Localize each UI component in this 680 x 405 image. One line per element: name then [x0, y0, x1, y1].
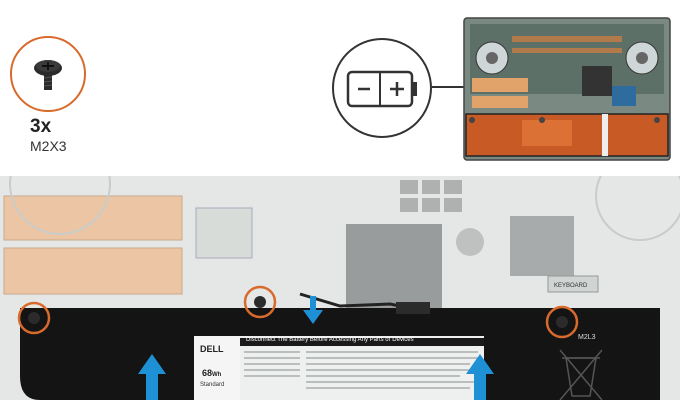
laptop-overview-image [462, 16, 672, 162]
screw-quantity: 3x [30, 116, 52, 137]
ssd-plate-top [3, 195, 183, 241]
battery-icon [346, 70, 417, 108]
screw-callout-circle [10, 36, 86, 112]
recycle-bin-icon [559, 349, 603, 401]
battery-label-sticker [194, 336, 484, 400]
battery-capacity-number: 68 [202, 368, 213, 378]
keyboard-connector-label: KEYBOARD [554, 283, 588, 289]
screw-location-right [545, 305, 579, 339]
screw-location-middle [243, 285, 277, 319]
battery-removal-diagram [0, 133, 680, 401]
battery-callout-circle [332, 38, 432, 138]
main-board-illustration: DELL 68Wh Standard Disconnect The Batter… [0, 133, 680, 401]
battery-capacity-unit: Wh [212, 372, 222, 378]
lift-arrow-left [138, 354, 166, 400]
screw-size-label: M2X3 [30, 138, 67, 154]
battery-brand-label: DELL [200, 344, 224, 354]
screw-mark-label: M2L3 [578, 334, 596, 341]
battery-capacity-value: 68Wh [202, 368, 221, 378]
laptop-bottom-illustration [463, 17, 671, 161]
disconnect-arrow [303, 296, 323, 324]
screw-location-left [17, 301, 51, 335]
lift-arrow-right [466, 354, 494, 400]
ssd-plate-bottom [3, 247, 183, 295]
battery-warning-text: Disconnect The Battery Before Accessing … [246, 337, 414, 343]
screw-icon [34, 60, 62, 90]
battery-type-label: Standard [200, 382, 225, 388]
